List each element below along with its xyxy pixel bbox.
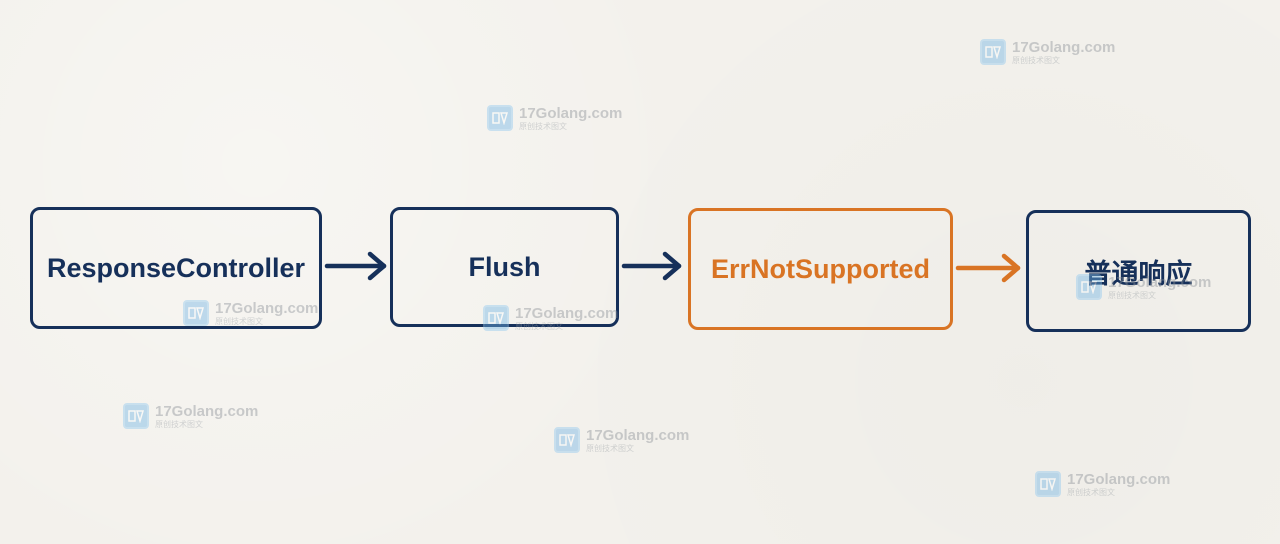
watermark: 17Golang.com 原创技术图文: [123, 403, 258, 429]
watermark-title: 17Golang.com: [1067, 470, 1171, 488]
watermark-title: 17Golang.com: [1108, 273, 1212, 291]
watermark-title: 17Golang.com: [1012, 38, 1116, 56]
watermark-logo-icon: [123, 403, 149, 429]
watermark-logo-icon: [1035, 471, 1061, 497]
node-label-normal-response: 普通响应: [1084, 258, 1193, 289]
watermark-subtitle: 原创技术图文: [1067, 487, 1115, 497]
node-err-not-supported: ErrNotSupported: [688, 208, 953, 330]
node-flush: Flush: [390, 207, 619, 327]
node-label-err-not-supported: ErrNotSupported: [711, 253, 930, 284]
watermark: 17Golang.com 原创技术图文: [183, 300, 318, 326]
watermark-subtitle: 原创技术图文: [215, 316, 263, 326]
watermark-title: 17Golang.com: [586, 426, 690, 444]
watermark-title: 17Golang.com: [519, 104, 623, 122]
watermark: 17Golang.com 原创技术图文: [487, 105, 622, 131]
watermark-title: 17Golang.com: [515, 304, 619, 322]
watermark: 17Golang.com 原创技术图文: [483, 305, 618, 331]
watermark-title: 17Golang.com: [215, 299, 319, 317]
watermark-logo-icon: [483, 305, 509, 331]
watermark: 17Golang.com 原创技术图文: [980, 39, 1115, 65]
watermark-logo-icon: [980, 39, 1006, 65]
arrow-err-not-supported-to-normal-response: [955, 253, 1021, 283]
watermark-logo-icon: [183, 300, 209, 326]
node-label-flush: Flush: [468, 251, 541, 282]
node-response-controller: ResponseController: [30, 207, 322, 329]
watermark-logo-icon: [1076, 274, 1102, 300]
watermark-subtitle: 原创技术图文: [519, 121, 567, 131]
watermark-subtitle: 原创技术图文: [1012, 55, 1060, 65]
watermark-logo-icon: [487, 105, 513, 131]
arrow-flush-to-err-not-supported: [621, 251, 682, 281]
watermark-subtitle: 原创技术图文: [1108, 290, 1156, 300]
arrow-response-controller-to-flush: [324, 251, 387, 281]
watermark: 17Golang.com 原创技术图文: [1035, 471, 1170, 497]
watermark-subtitle: 原创技术图文: [155, 419, 203, 429]
watermark: 17Golang.com 原创技术图文: [1076, 274, 1211, 300]
watermark-title: 17Golang.com: [155, 402, 259, 420]
node-label-response-controller: ResponseController: [46, 252, 306, 283]
watermark-subtitle: 原创技术图文: [515, 321, 563, 331]
watermark-subtitle: 原创技术图文: [586, 443, 634, 453]
node-normal-response: 普通响应: [1026, 210, 1251, 332]
watermark-logo-icon: [554, 427, 580, 453]
watermark: 17Golang.com 原创技术图文: [554, 427, 689, 453]
